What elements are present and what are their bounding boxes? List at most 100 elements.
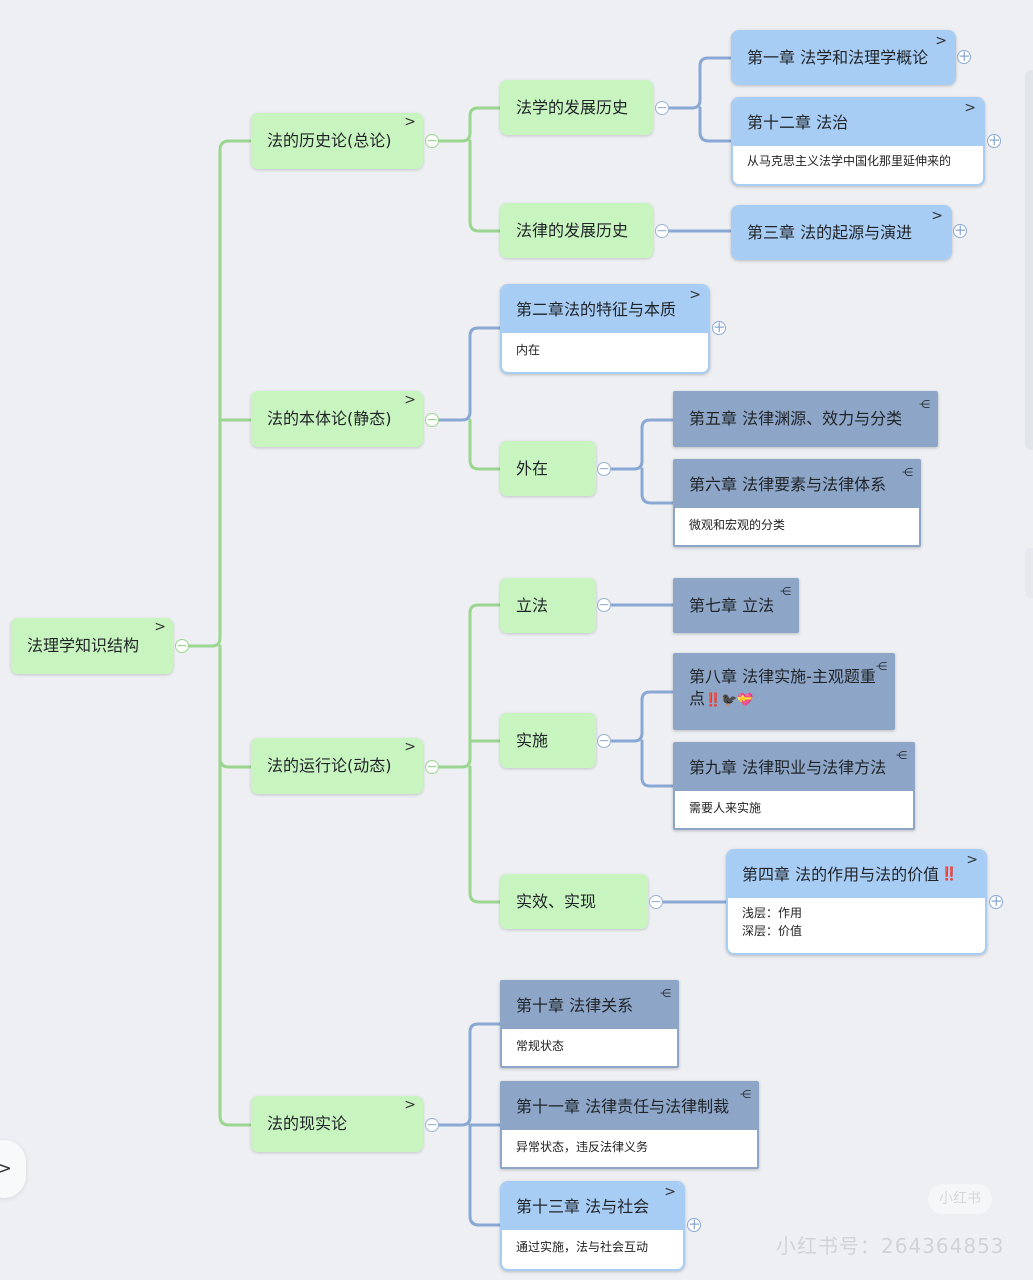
chevron-right-icon: > [0,1158,12,1179]
chapter-title: 第十三章 法与社会 [516,1196,650,1216]
plus-circle-icon[interactable]: + [953,221,967,239]
plus-circle-icon[interactable]: + [989,892,1003,910]
chapter-10-card[interactable]: 第十章 法律关系 常规状态 ⋲ [500,980,679,1068]
minus-circle-icon[interactable]: − [425,759,439,775]
chapter-12-card[interactable]: 第十二章 法治 从马克思主义法学中国化那里延伸来的 > [731,97,985,186]
subtopic-legislation[interactable]: 立法 [500,578,596,633]
highlight-marks: ‼️🐦‍⬛💝 [705,693,754,708]
minus-circle-icon[interactable]: − [655,100,669,116]
chapter-13-card[interactable]: 第十三章 法与社会 通过实施，法与社会互动 > [500,1181,685,1271]
chapter-5-card[interactable]: 第五章 法律渊源、效力与分类 ⋲ [673,391,938,447]
right-scroll-edge[interactable] [1025,70,1033,450]
chapter-note: 从马克思主义法学中国化那里延伸来的 [747,154,952,168]
chapter-2-card[interactable]: 第二章法的特征与本质 内在 > [500,284,710,374]
minus-circle-icon[interactable]: − [597,597,611,613]
chapter-title: 第八章 法律实施-主观题重 [689,667,876,686]
watermark-id: 小红书号：264364853 [776,1234,1005,1258]
branch-ontology[interactable]: 法的本体论(静态) > [251,391,423,447]
flow-branch-icon[interactable]: ⋲ [919,398,930,411]
chapter-11-card[interactable]: 第十一章 法律责任与法律制裁 异常状态，违反法律义务 ⋲ [500,1081,759,1169]
watermark-logo: 小红书 [928,1184,992,1214]
chapter-title: 第二章法的特征与本质 [516,299,677,319]
branch-reality-label: 法的现实论 [267,1114,348,1133]
minus-circle-icon[interactable]: − [425,133,439,149]
sidebar-expand-handle[interactable]: > [0,1140,26,1198]
chapter-title: 第四章 法的作用与法的价值 [742,864,940,884]
chapter-6-card[interactable]: 第六章 法律要素与法律体系 微观和宏观的分类 ⋲ [673,459,921,547]
chevron-right-icon[interactable]: > [689,287,701,303]
minus-circle-icon[interactable]: − [649,894,663,910]
flow-branch-icon[interactable]: ⋲ [896,749,907,762]
minus-circle-icon[interactable]: − [425,1117,439,1133]
minus-circle-icon[interactable]: − [597,733,611,749]
subtopic-label: 法律的发展历史 [516,220,629,240]
chevron-right-icon[interactable]: > [935,33,947,49]
flow-branch-icon[interactable]: ⋲ [902,466,913,479]
subtopic-effect[interactable]: 实效、实现 [500,874,648,929]
chapter-note: 异常状态，违反法律义务 [516,1140,649,1154]
subtopic-external[interactable]: 外在 [500,441,596,496]
flow-branch-icon[interactable]: ⋲ [780,585,791,598]
chapter-note: 浅层：作用 深层：价值 [728,898,985,946]
chapter-title: 第十一章 法律责任与法律制裁 [516,1096,730,1116]
chevron-right-icon[interactable]: > [964,100,976,116]
minus-circle-icon[interactable]: − [597,461,611,477]
minus-circle-icon[interactable]: − [655,223,669,239]
flow-branch-icon[interactable]: ⋲ [660,987,671,1000]
chapter-note: 需要人来实施 [689,801,762,815]
branch-operation-label: 法的运行论(动态) [267,756,392,775]
chapter-title: 第十章 法律关系 [516,995,634,1015]
subtopic-label: 实效、实现 [516,891,597,911]
chapter-4-card[interactable]: 第四章 法的作用与法的价值‼️ 浅层：作用 深层：价值 > [726,849,987,955]
highlight-marks: ‼️ [941,866,958,882]
chapter-title: 第一章 法学和法理学概论 [747,47,929,67]
chapter-3-card[interactable]: 第三章 法的起源与演进 > [731,205,952,260]
subtopic-label: 实施 [516,730,549,750]
flow-branch-icon[interactable]: ⋲ [876,660,887,673]
subtopic-label: 立法 [516,595,549,615]
chapter-title-cont: 点 [689,689,706,708]
chapter-title: 第七章 立法 [689,595,775,615]
chapter-title: 第十二章 法治 [747,112,849,132]
minus-circle-icon[interactable]: − [175,638,189,654]
chevron-right-icon[interactable]: > [966,852,978,868]
chapter-title: 第五章 法律渊源、效力与分类 [689,409,903,428]
chapter-title: 第三章 法的起源与演进 [747,222,913,242]
subtopic-label: 法学的发展历史 [516,97,629,117]
chevron-right-icon[interactable]: > [404,1097,416,1113]
plus-circle-icon[interactable]: + [712,318,726,336]
subtopic-jurisprudence-history[interactable]: 法学的发展历史 [500,80,653,135]
branch-history-label: 法的历史论(总论) [267,131,392,150]
chapter-7-card[interactable]: 第七章 立法 ⋲ [673,578,799,633]
subtopic-label: 外在 [516,458,549,478]
branch-reality[interactable]: 法的现实论 > [251,1096,423,1152]
note-line-2: 深层：价值 [742,924,803,938]
chapter-1-card[interactable]: 第一章 法学和法理学概论 > [731,30,956,85]
minus-circle-icon[interactable]: − [425,412,439,428]
subtopic-law-history[interactable]: 法律的发展历史 [500,203,653,258]
chevron-right-icon[interactable]: > [931,208,943,224]
plus-circle-icon[interactable]: + [957,47,971,65]
chevron-right-icon[interactable]: > [664,1184,676,1200]
plus-circle-icon[interactable]: + [687,1215,701,1233]
right-edge-handle[interactable] [1025,548,1033,598]
subtopic-implementation[interactable]: 实施 [500,713,596,768]
chapter-note: 通过实施，法与社会互动 [516,1240,649,1254]
chevron-right-icon[interactable]: > [404,392,416,408]
branch-operation[interactable]: 法的运行论(动态) > [251,738,423,794]
root-node[interactable]: 法理学知识结构 > [11,618,173,674]
chapter-8-card[interactable]: 第八章 法律实施-主观题重 点‼️🐦‍⬛💝 ⋲ [673,653,895,730]
chapter-note: 微观和宏观的分类 [689,518,786,532]
plus-circle-icon[interactable]: + [987,131,1001,149]
chapter-note: 常规状态 [516,1039,565,1053]
chevron-right-icon[interactable]: > [404,739,416,755]
chapter-title: 第九章 法律职业与法律方法 [689,757,887,777]
chapter-9-card[interactable]: 第九章 法律职业与法律方法 需要人来实施 ⋲ [673,742,915,830]
flow-branch-icon[interactable]: ⋲ [740,1088,751,1101]
note-line-1: 浅层：作用 [742,906,803,920]
branch-history[interactable]: 法的历史论(总论) > [251,113,423,169]
chevron-right-icon[interactable]: > [404,114,416,130]
chevron-right-icon[interactable]: > [154,619,166,635]
chapter-note: 内在 [516,343,541,357]
